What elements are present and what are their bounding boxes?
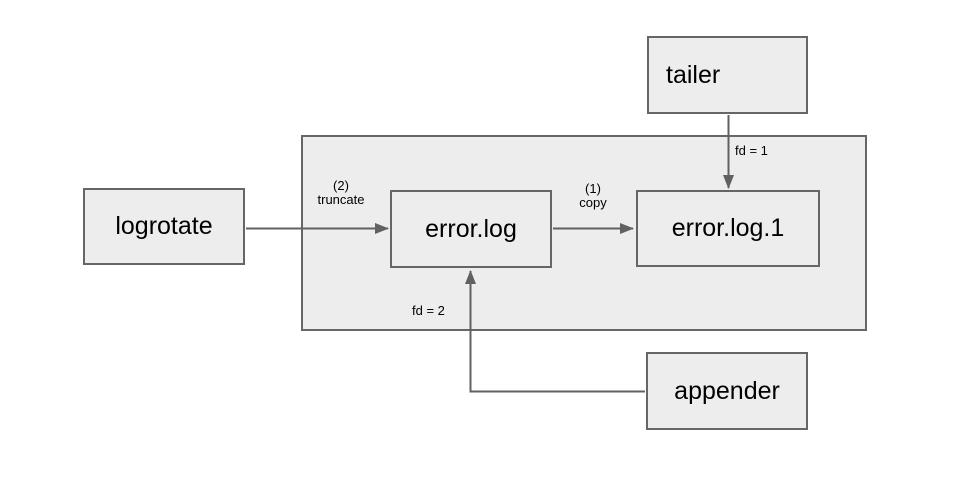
edge-label-copy-step: (1) [585, 181, 601, 196]
edge-label-copy-action: copy [579, 195, 607, 210]
node-error-log-1-label: error.log.1 [671, 214, 785, 242]
node-error-log-1: error.log.1 [636, 190, 820, 267]
node-tailer: tailer [647, 36, 808, 114]
node-appender: appender [646, 352, 808, 430]
node-appender-label: appender [674, 376, 780, 405]
edge-label-fd2: fd = 2 [412, 303, 445, 318]
edge-label-truncate: (2) truncate [281, 179, 401, 207]
node-error-log: error.log [390, 190, 552, 268]
node-logrotate-label: logrotate [115, 212, 213, 240]
node-tailer-label: tailer [666, 60, 721, 89]
node-logrotate: logrotate [83, 188, 245, 265]
edge-label-truncate-step: (2) [333, 178, 349, 193]
node-error-log-label: error.log [425, 214, 517, 243]
edge-label-truncate-action: truncate [317, 192, 365, 207]
edge-label-copy: (1) copy [533, 182, 653, 210]
edge-label-fd1: fd = 1 [735, 143, 768, 158]
